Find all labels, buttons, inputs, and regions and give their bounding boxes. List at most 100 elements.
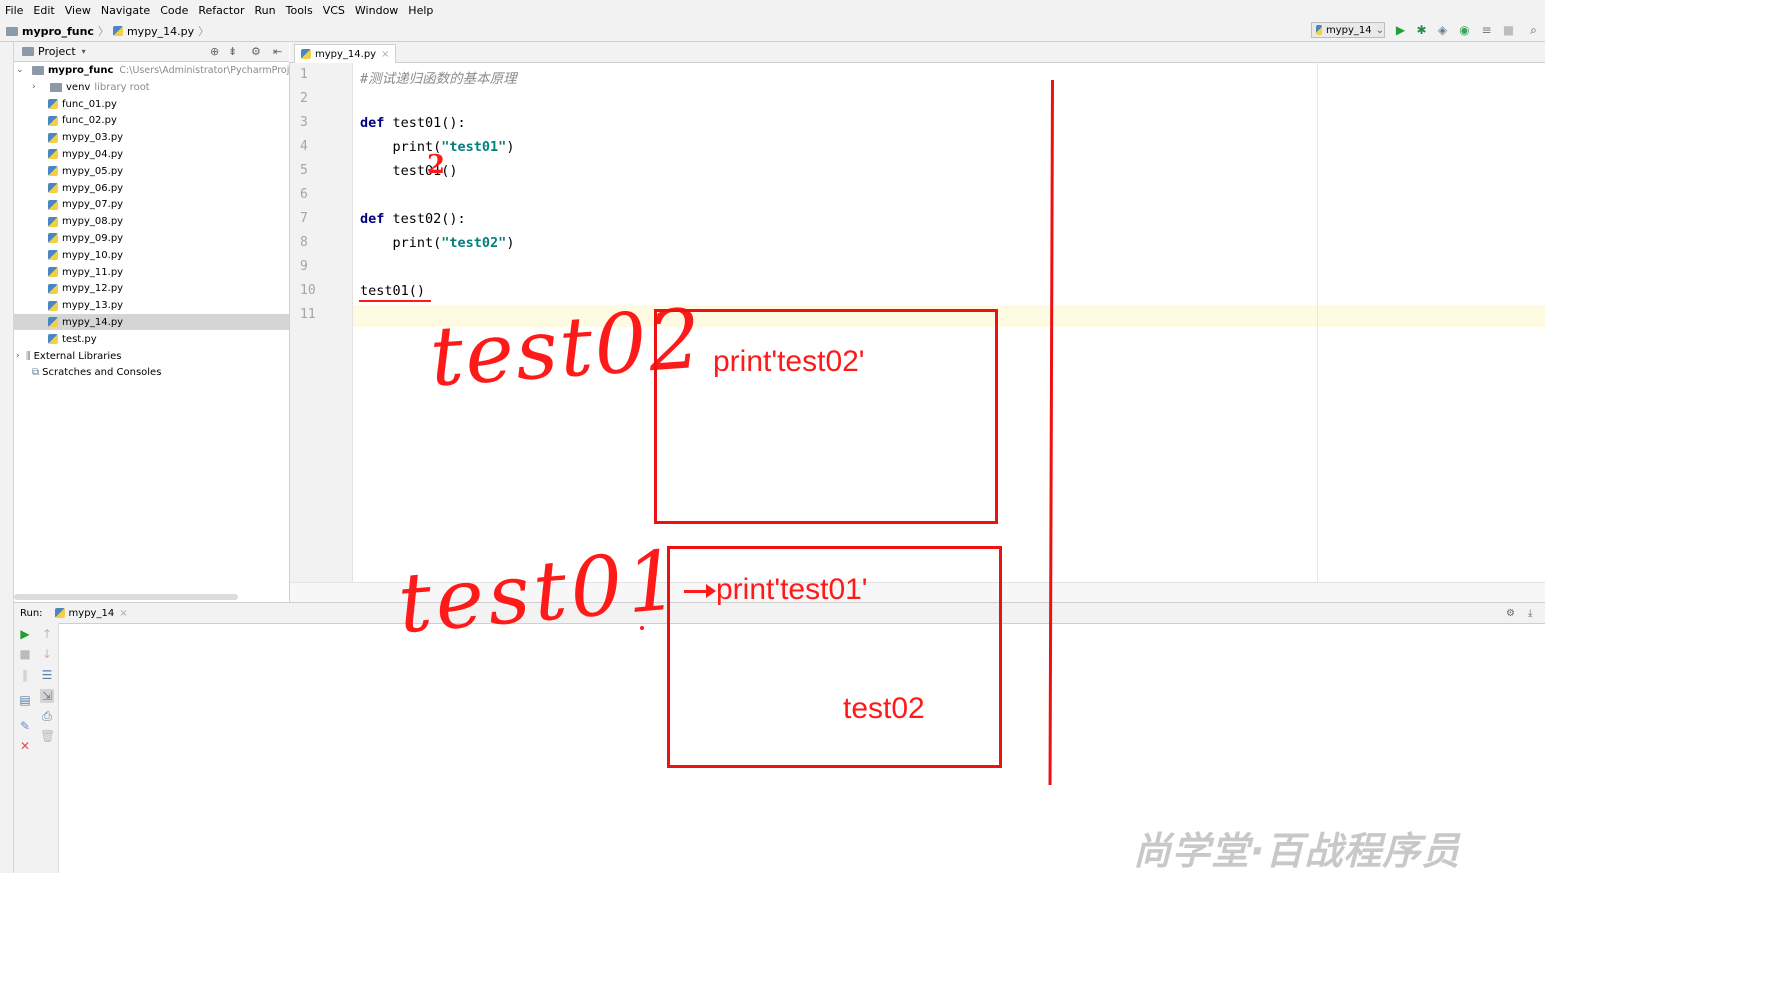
tree-item-file[interactable]: mypy_11.py — [48, 264, 123, 280]
tree-item-file[interactable]: mypy_14.py — [14, 314, 289, 331]
python-file-icon — [48, 283, 58, 294]
tree-item-file[interactable]: mypy_04.py — [48, 146, 123, 162]
chevron-right-icon[interactable]: › — [16, 351, 20, 361]
tree-item-label: mypy_10.py — [62, 249, 124, 261]
library-icon: ⫼ — [26, 350, 31, 362]
stop-icon[interactable]: ■ — [1502, 23, 1515, 37]
venv-note: library root — [94, 81, 150, 93]
tree-item-external-libraries[interactable]: ›⫼External Libraries — [16, 348, 121, 364]
code-line[interactable]: print("test02") — [360, 235, 515, 251]
code-line[interactable]: #测试递归函数的基本原理 — [360, 67, 517, 87]
tree-item-label: mypy_05.py — [62, 165, 124, 177]
chevron-down-icon[interactable]: ⌄ — [16, 65, 24, 75]
rerun-icon[interactable]: ▶ — [20, 627, 30, 641]
menu-item-file[interactable]: File — [5, 4, 24, 17]
menu-item-run[interactable]: Run — [254, 4, 276, 17]
handwritten-dot — [640, 626, 644, 630]
line-number: 11 — [300, 307, 316, 322]
search-icon[interactable]: ⌕ — [1530, 23, 1537, 37]
gear-icon[interactable]: ⚙ — [251, 45, 261, 58]
chevron-down-icon[interactable]: ▾ — [81, 47, 86, 56]
editor-gutter — [290, 63, 353, 582]
menu-item-refactor[interactable]: Refactor — [198, 4, 245, 17]
minimize-icon[interactable]: ⤓ — [1528, 607, 1533, 619]
python-file-icon — [48, 267, 58, 277]
frame-text: print'test01' — [716, 573, 868, 606]
tree-item-file[interactable]: mypy_08.py — [48, 214, 123, 230]
pause-icon[interactable]: ∥ — [22, 668, 28, 682]
tree-root[interactable]: ⌄ mypro_func C:\Users\Administrator\Pych… — [16, 62, 304, 78]
scroll-to-end-icon[interactable]: ⇲ — [40, 689, 54, 703]
menu-item-vcs[interactable]: VCS — [322, 4, 345, 17]
menu-item-edit[interactable]: Edit — [33, 4, 55, 17]
venv-label: venv — [66, 81, 91, 93]
close-icon[interactable]: × — [381, 48, 390, 60]
tree-item-file[interactable]: mypy_05.py — [48, 163, 123, 179]
tree-item-file[interactable]: mypy_09.py — [48, 230, 123, 246]
tree-item-file[interactable]: func_01.py — [48, 96, 117, 112]
run-icon[interactable]: ▶ — [1395, 23, 1406, 37]
concurrency-icon[interactable]: ≡ — [1481, 23, 1492, 37]
tree-item-file[interactable]: mypy_12.py — [48, 281, 123, 297]
profile-icon[interactable]: ◉ — [1459, 23, 1470, 37]
gear-icon[interactable]: ⚙ — [1506, 607, 1515, 619]
down-arrow-icon[interactable]: ↓ — [41, 647, 53, 661]
layout-icon[interactable]: ▤ — [19, 693, 31, 707]
menu-item-navigate[interactable]: Navigate — [100, 4, 151, 17]
tree-item-file[interactable]: mypy_06.py — [48, 180, 123, 196]
project-panel-header: Project ▾ ⊕ ⇟ ⚙ ⇤ — [14, 42, 289, 62]
tree-item-file[interactable]: mypy_13.py — [48, 298, 123, 314]
code-line[interactable]: def test02(): — [360, 211, 466, 227]
tree-item-file[interactable]: mypy_10.py — [48, 247, 123, 263]
menu-item-view[interactable]: View — [64, 4, 91, 17]
code-line[interactable]: print("test01") — [360, 139, 515, 155]
python-file-icon — [301, 49, 311, 59]
locate-icon[interactable]: ⊕ — [210, 45, 220, 58]
print-icon[interactable]: ⎙ — [42, 709, 52, 723]
tree-item-file[interactable]: mypy_03.py — [48, 130, 123, 146]
stop-icon[interactable]: ■ — [19, 647, 31, 661]
horizontal-scrollbar[interactable] — [14, 594, 238, 600]
menu-item-tools[interactable]: Tools — [285, 4, 313, 17]
chevron-down-icon: ⌄ — [1375, 24, 1384, 36]
close-icon[interactable]: ✕ — [19, 739, 31, 753]
code-line[interactable]: test01() — [360, 283, 425, 299]
hide-panel-icon[interactable]: ⇤ — [273, 45, 283, 58]
menu-item-window[interactable]: Window — [354, 4, 399, 17]
tree-item-scratches[interactable]: ⧉Scratches and Consoles — [32, 365, 161, 381]
tree-item-label: mypy_13.py — [62, 300, 124, 312]
line-number: 7 — [300, 211, 308, 226]
project-panel-title[interactable]: Project — [38, 45, 76, 58]
trash-icon[interactable]: 🗑 — [40, 729, 56, 743]
pin-icon[interactable]: ✎ — [19, 719, 31, 733]
chevron-right-icon[interactable]: › — [32, 82, 36, 92]
code-line[interactable]: test01() — [360, 163, 458, 179]
tree-item-label: Scratches and Consoles — [42, 367, 162, 379]
close-icon[interactable]: × — [119, 607, 128, 619]
tree-item-file[interactable]: func_02.py — [48, 113, 117, 129]
collapse-icon[interactable]: ⇟ — [228, 45, 238, 58]
python-file-icon — [48, 199, 58, 210]
soft-wrap-icon[interactable]: ☰ — [41, 668, 53, 682]
menu-item-code[interactable]: Code — [160, 4, 189, 17]
code-token-rest: test02(): — [384, 211, 466, 227]
breadcrumb-project[interactable]: mypro_func — [22, 24, 94, 38]
debug-icon[interactable]: ✱ — [1416, 23, 1427, 37]
breadcrumb-file[interactable]: mypy_14.py — [126, 24, 195, 38]
frame-text: test02 — [843, 692, 925, 725]
run-tab-label[interactable]: mypy_14 — [68, 607, 115, 619]
line-number: 3 — [300, 115, 308, 130]
run-toolbar: ▶ ■ ∥ ▤ ✎ ✕ — [14, 623, 37, 873]
tree-item-file[interactable]: test.py — [48, 331, 97, 347]
tab-mypy-14[interactable]: mypy_14.py × — [294, 44, 397, 63]
code-line[interactable]: def test01(): — [360, 115, 466, 131]
menu-bar: File Edit View Navigate Code Refactor Run Tools… — [0, 0, 1545, 22]
tree-item-file[interactable]: mypy_07.py — [48, 197, 123, 213]
frame-text: print'test02' — [713, 345, 865, 378]
menu-item-help[interactable]: Help — [408, 4, 434, 17]
tree-item-venv[interactable]: › venv library root — [32, 79, 150, 95]
python-file-icon — [48, 183, 58, 193]
run-config-select[interactable]: mypy_14 ⌄ — [1311, 22, 1385, 38]
up-arrow-icon[interactable]: ↑ — [41, 627, 53, 641]
coverage-icon[interactable]: ◈ — [1437, 23, 1448, 37]
